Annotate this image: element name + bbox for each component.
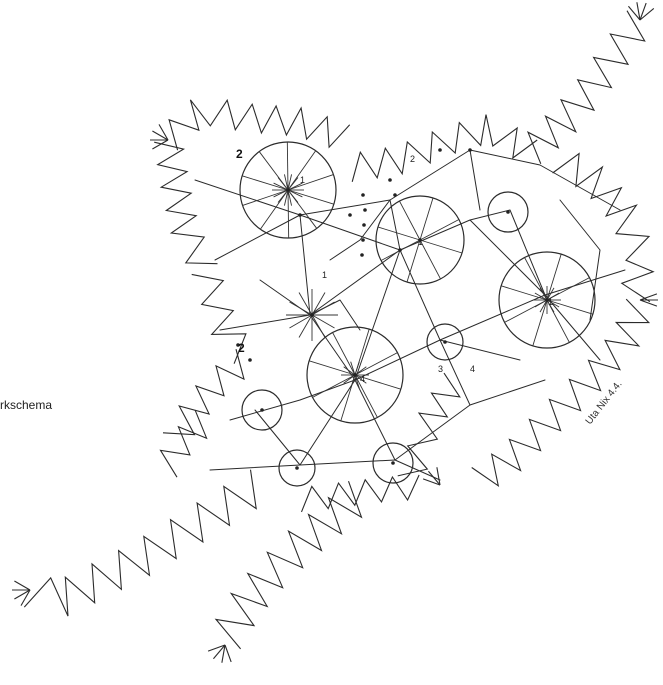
pin-dot — [388, 178, 392, 182]
net-line — [470, 150, 480, 210]
pin-dot — [398, 248, 402, 252]
handwritten-signature: Uta Nix 4.4. — [584, 379, 625, 427]
pin-dot — [506, 210, 510, 214]
zigzag-border — [472, 299, 649, 486]
pin-dot — [353, 373, 357, 377]
pin-dot — [286, 188, 290, 192]
pin-dot — [310, 313, 314, 317]
pin-dot — [361, 193, 365, 197]
ring-spokes — [242, 142, 593, 421]
node-label: 1 — [548, 297, 553, 307]
node-label: 4 — [360, 374, 365, 384]
net-line — [355, 250, 400, 380]
net-line — [230, 340, 520, 420]
zigzag-border — [528, 11, 645, 164]
node-label: 2 — [238, 341, 245, 355]
spoke — [333, 333, 355, 375]
pin-dot — [393, 193, 397, 197]
ring-circles — [240, 142, 595, 486]
pin-dot — [391, 461, 395, 465]
zigzag-border — [161, 410, 207, 477]
pin-dot — [360, 253, 364, 257]
pin-dot — [438, 148, 442, 152]
net-line — [390, 200, 400, 250]
pin-dot — [248, 358, 252, 362]
spoke — [355, 353, 397, 375]
spoke — [288, 190, 334, 204]
net-line — [560, 200, 600, 320]
node-label: 2 — [236, 147, 243, 161]
zigzag-border — [352, 115, 537, 182]
zigzag-border — [553, 154, 654, 302]
zigzag-border — [216, 481, 362, 649]
zigzag-border — [24, 470, 256, 616]
spoke — [309, 361, 355, 375]
zigzag-border — [154, 142, 217, 264]
net-line — [300, 215, 355, 380]
zigzag-border-group — [12, 2, 658, 662]
net-line — [220, 250, 600, 360]
node-label: 2 — [410, 154, 415, 164]
zigzag-border — [398, 373, 460, 476]
side-caption: rkschema — [0, 398, 52, 412]
pin-dot — [443, 340, 447, 344]
spoke — [288, 190, 289, 238]
node-label: 1 — [322, 270, 327, 280]
zigzag-border — [169, 100, 350, 150]
node-label: 4 — [470, 364, 475, 374]
pin-dot — [363, 208, 367, 212]
net-line — [260, 280, 360, 330]
node-label: 1 — [300, 175, 305, 185]
pin-dot — [362, 223, 366, 227]
fan-line — [225, 645, 231, 662]
pin-dot — [348, 213, 352, 217]
node-label: 1 — [418, 237, 423, 247]
spoke — [242, 176, 288, 190]
pin-dot — [260, 408, 264, 412]
spoke — [288, 175, 333, 190]
fan-line — [14, 581, 30, 590]
net-line — [470, 210, 545, 295]
spoke — [287, 142, 288, 190]
spoke — [355, 375, 377, 417]
pin-dot — [298, 213, 302, 217]
zigzag-border — [163, 349, 244, 435]
pin-dot — [468, 148, 472, 152]
spoke — [313, 375, 355, 397]
pin-dot — [361, 238, 365, 242]
net-line — [440, 340, 545, 405]
net-line — [195, 150, 620, 215]
spider-stars — [272, 174, 561, 388]
node-label: 3 — [438, 364, 443, 374]
pin-dot — [295, 466, 299, 470]
